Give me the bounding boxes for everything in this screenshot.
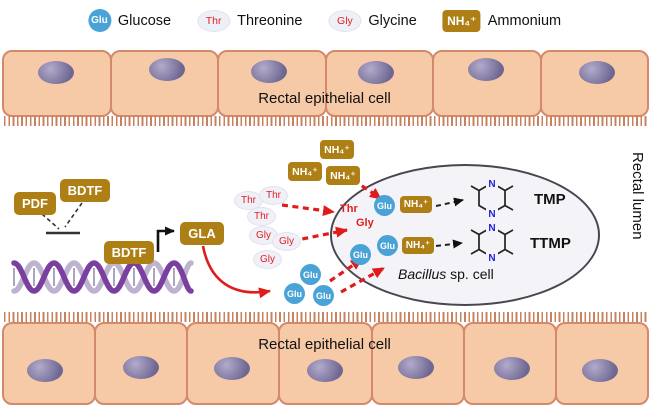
tmp-structure: N N	[470, 177, 514, 220]
microvilli-top	[4, 116, 649, 126]
glycine-icon: Gly	[328, 9, 362, 32]
bacillus-cell-label: Bacillus sp. cell	[398, 266, 494, 282]
glucose-chip: Glu	[313, 285, 334, 306]
cell-nucleus	[27, 358, 64, 382]
legend: Glu Glucose Thr Threonine Gly Glycine NH…	[87, 9, 562, 32]
epithelial-cell	[186, 322, 281, 405]
cell-nucleus	[493, 357, 530, 381]
epithelial-cell	[370, 322, 465, 405]
threonine-label-inside: Thr	[340, 203, 358, 215]
glucose-chip: Glu	[284, 283, 305, 304]
epithelial-cell	[217, 50, 327, 117]
dna-helix	[11, 260, 194, 294]
epithelial-cell	[432, 50, 542, 117]
cell-nucleus	[149, 58, 186, 82]
nitrogen-atom: N	[488, 253, 495, 264]
ttmp-structure: N N	[470, 221, 514, 264]
microvilli-bottom	[4, 312, 649, 322]
cell-nucleus	[307, 358, 344, 382]
glycine-chip: Gly	[249, 226, 278, 245]
cell-nucleus	[579, 60, 616, 84]
epithelial-cell	[94, 322, 189, 405]
pdf-box: PDF	[14, 192, 56, 215]
legend-item-glucose: Glu Glucose	[87, 9, 172, 32]
glycine-chip: Gly	[272, 232, 301, 251]
bacillus-label-suffix: sp. cell	[446, 266, 494, 282]
cell-nucleus	[358, 60, 395, 84]
legend-label-threonine: Threonine	[237, 12, 303, 29]
ammonium-chip: NH₄⁺	[402, 237, 434, 254]
top-epithelium-label: Rectal epithelial cell	[258, 90, 391, 107]
cell-nucleus	[213, 357, 250, 381]
legend-item-glycine: Gly Glycine	[328, 9, 417, 32]
ammonium-chip: NH₄⁺	[400, 196, 432, 213]
glycine-label-inside: Gly	[356, 217, 374, 229]
threonine-icon: Thr	[197, 9, 231, 32]
nitrogen-atom: N	[488, 209, 495, 220]
cell-nucleus	[397, 355, 434, 379]
ammonium-chip: NH₄⁺	[288, 162, 322, 181]
bdtf-upper-box: BDTF	[60, 179, 110, 202]
epithelial-cell	[539, 50, 649, 117]
threonine-chip: Thr	[259, 186, 288, 205]
nitrogen-atom: N	[488, 179, 495, 190]
bacillus-genus-name: Bacillus	[398, 266, 447, 282]
cell-nucleus	[467, 58, 504, 82]
epithelial-cell	[2, 50, 112, 117]
cell-nucleus	[37, 60, 74, 84]
epithelium-top-row	[2, 50, 649, 117]
transcription-arrow	[156, 226, 175, 252]
epithelium-bottom-row	[2, 322, 649, 405]
cell-nucleus	[123, 355, 160, 379]
bdtf-promoter-box: BDTF	[104, 241, 154, 264]
cell-nucleus	[250, 59, 287, 83]
legend-label-glucose: Glucose	[117, 12, 172, 29]
tmp-label: TMP	[534, 191, 566, 208]
ammonium-icon: NH₄⁺	[442, 9, 481, 32]
epithelial-cell	[109, 50, 219, 117]
threonine-uptake-arrow	[281, 203, 335, 216]
threonine-chip: Thr	[247, 207, 276, 226]
glucose-chip: Glu	[350, 244, 371, 265]
glucose-icon: Glu	[87, 9, 111, 32]
bottom-epithelium-label: Rectal epithelial cell	[258, 336, 391, 353]
nitrogen-atom: N	[488, 223, 495, 234]
epithelial-cell	[2, 322, 97, 405]
epithelial-cell	[278, 322, 373, 405]
ttmp-label: TTMP	[530, 235, 571, 252]
glycine-chip: Gly	[253, 250, 282, 269]
gla-box: GLA	[180, 222, 224, 245]
glucose-chip: Glu	[374, 195, 395, 216]
glucose-chip: Glu	[377, 235, 398, 256]
cell-nucleus	[582, 358, 619, 382]
rectal-lumen-label: Rectal lumen	[629, 152, 646, 240]
legend-item-ammonium: NH₄⁺ Ammonium	[442, 9, 562, 32]
epithelial-cell	[462, 322, 557, 405]
legend-label-ammonium: Ammonium	[487, 12, 562, 29]
bdtf-inhibition-line	[64, 202, 83, 228]
legend-label-glycine: Glycine	[368, 12, 417, 29]
pdf-inhibition-line	[41, 213, 60, 230]
ammonium-chip: NH₄⁺	[326, 166, 360, 185]
glucose-chip: Glu	[300, 264, 321, 285]
legend-item-threonine: Thr Threonine	[197, 9, 303, 32]
ammonium-chip: NH₄⁺	[320, 140, 354, 159]
epithelial-cell	[554, 322, 649, 405]
